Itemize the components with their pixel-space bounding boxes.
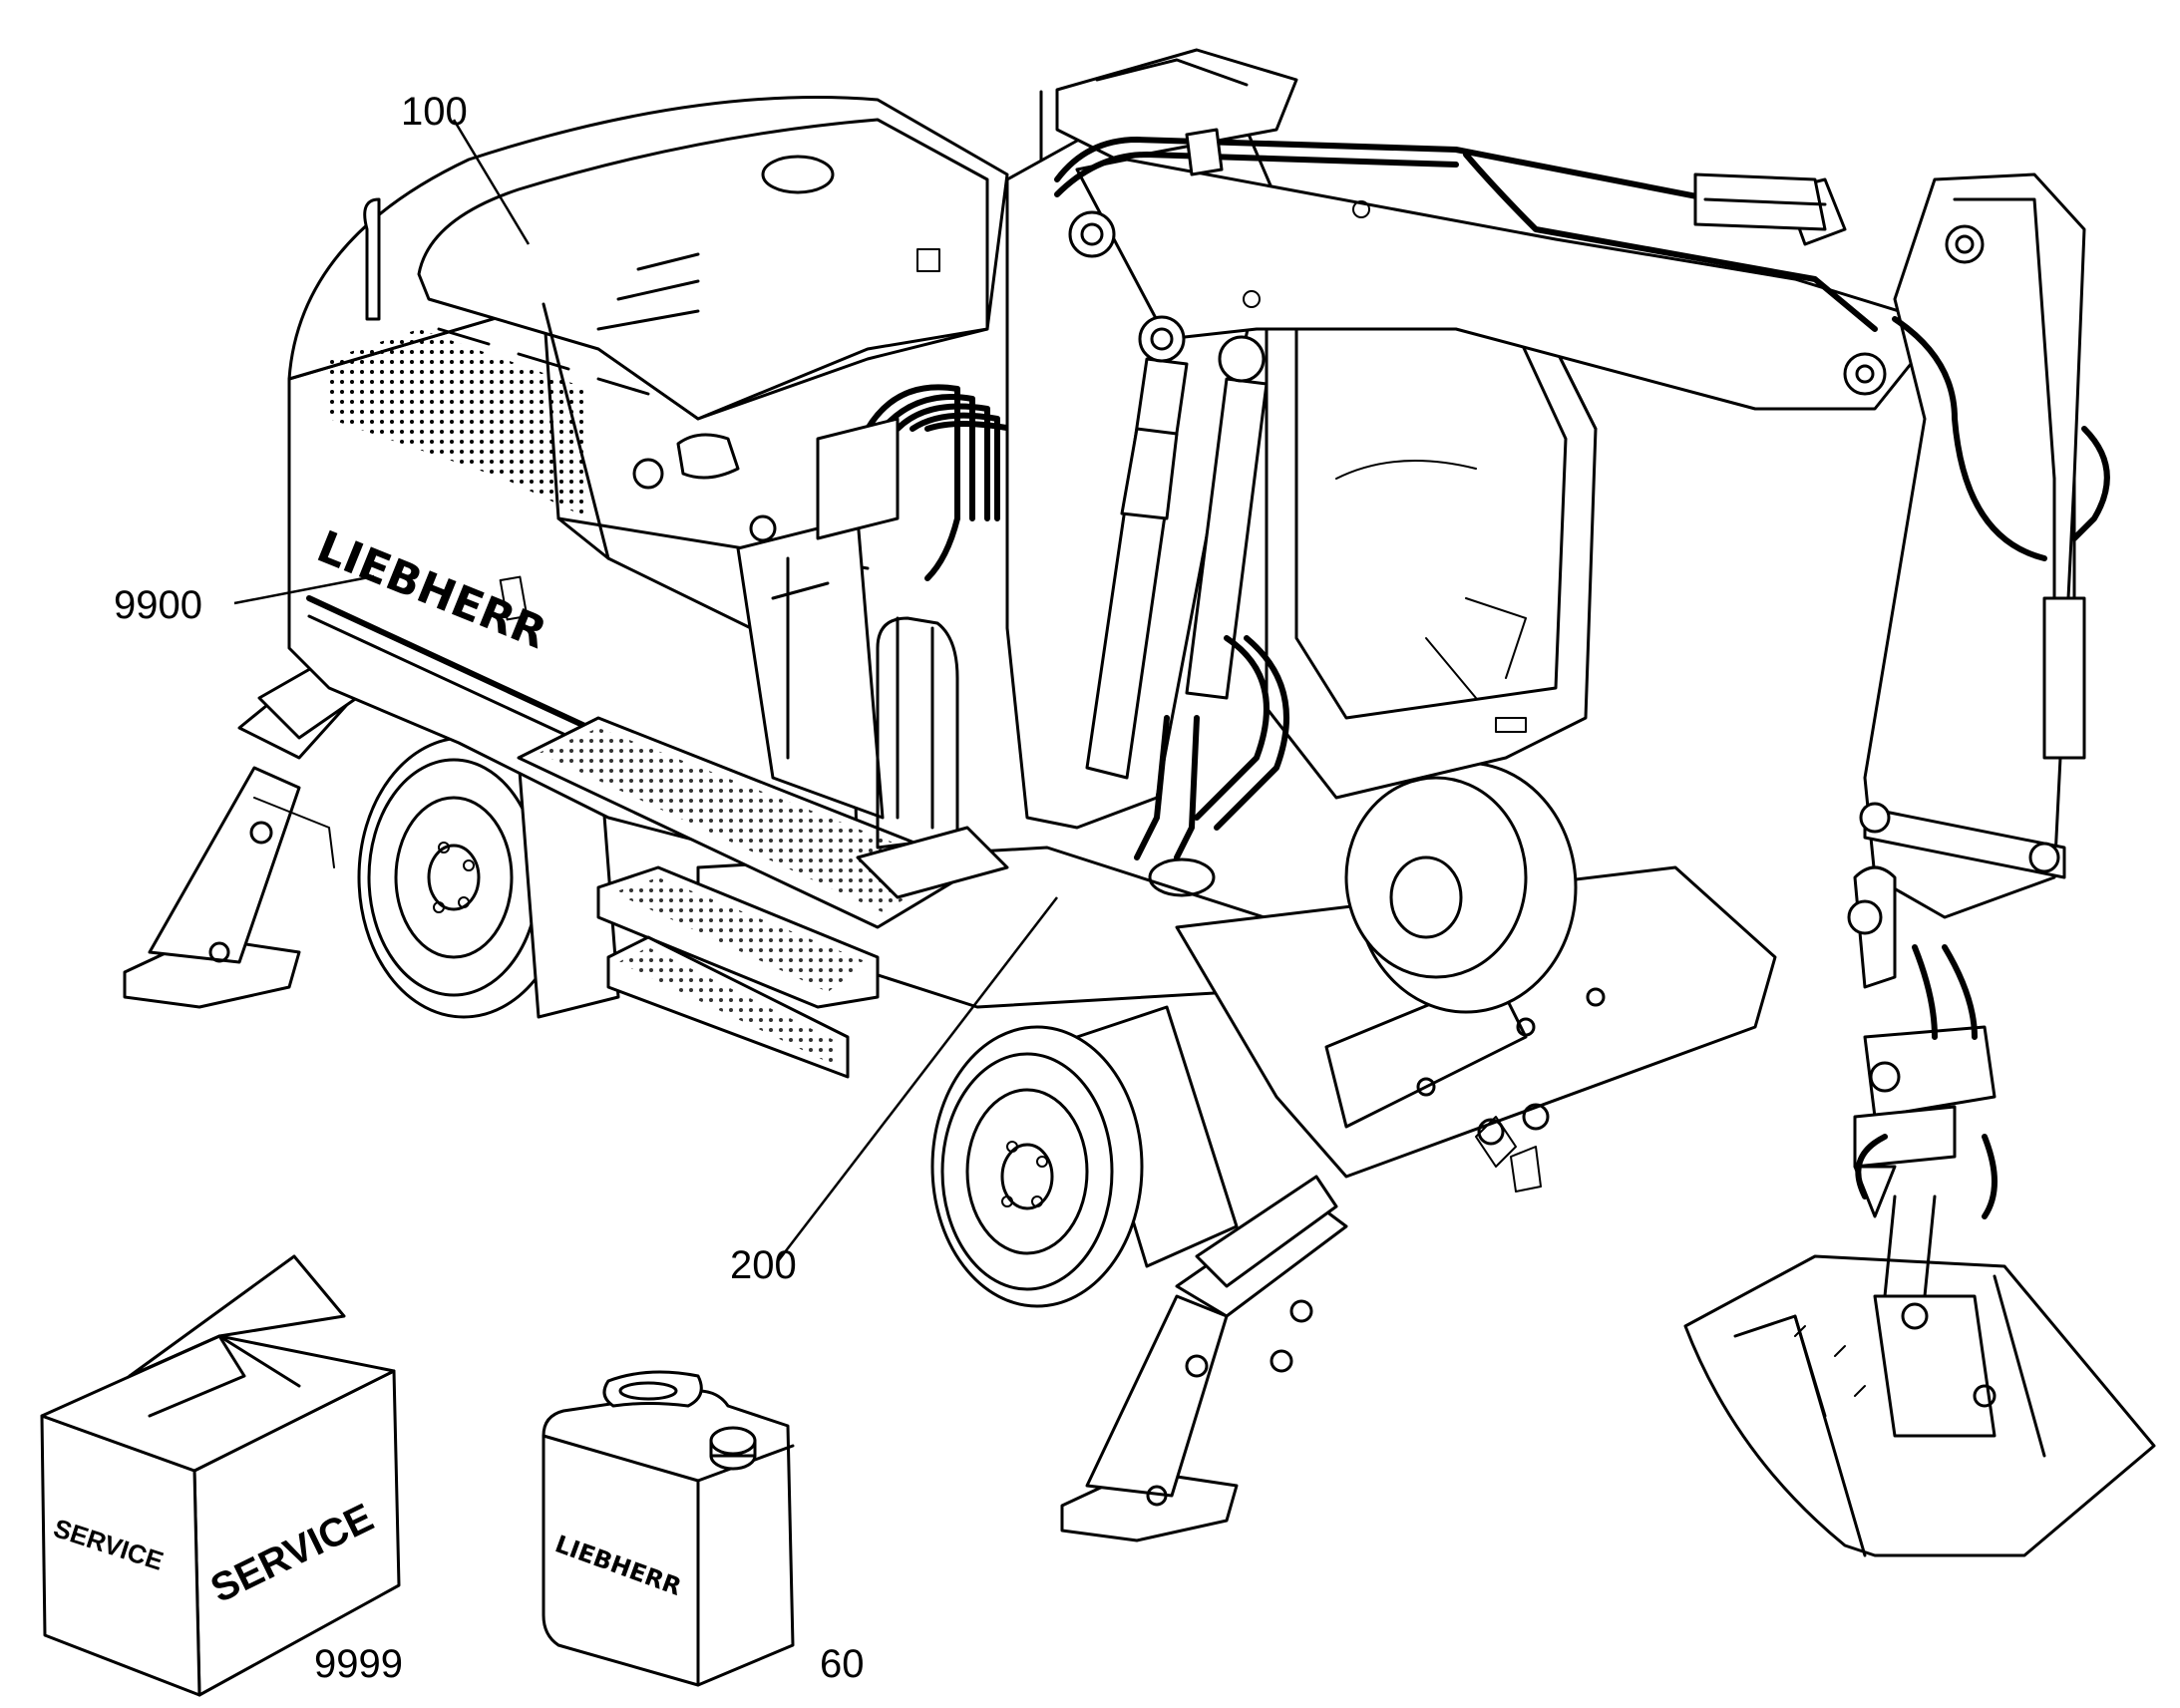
boom-cylinders	[1085, 315, 1289, 860]
stick-arm	[1693, 172, 2110, 1219]
engine-grille	[329, 329, 588, 518]
fluid-canister: LIEBHERR	[542, 1370, 795, 1687]
rear-wheel	[357, 736, 620, 1019]
callout-100: 100	[401, 90, 468, 134]
service-box: SERVICE SERVICE	[40, 1254, 401, 1697]
callout-9999: 9999	[314, 1642, 403, 1686]
callout-9900: 9900	[114, 583, 202, 627]
access-steps	[517, 716, 979, 1079]
callout-200: 200	[730, 1243, 797, 1287]
front-wheel	[930, 1005, 1239, 1308]
tank-and-railing	[736, 384, 1015, 899]
callout-60: 60	[820, 1642, 865, 1686]
bucket	[1683, 1195, 2156, 1557]
right-rear-wheel	[1344, 761, 1578, 1014]
leader-lines	[233, 119, 1058, 1262]
upper-carriage-body	[287, 96, 1009, 884]
outrigger-right-front	[1060, 1175, 1348, 1542]
operator-cab	[1265, 287, 1598, 800]
